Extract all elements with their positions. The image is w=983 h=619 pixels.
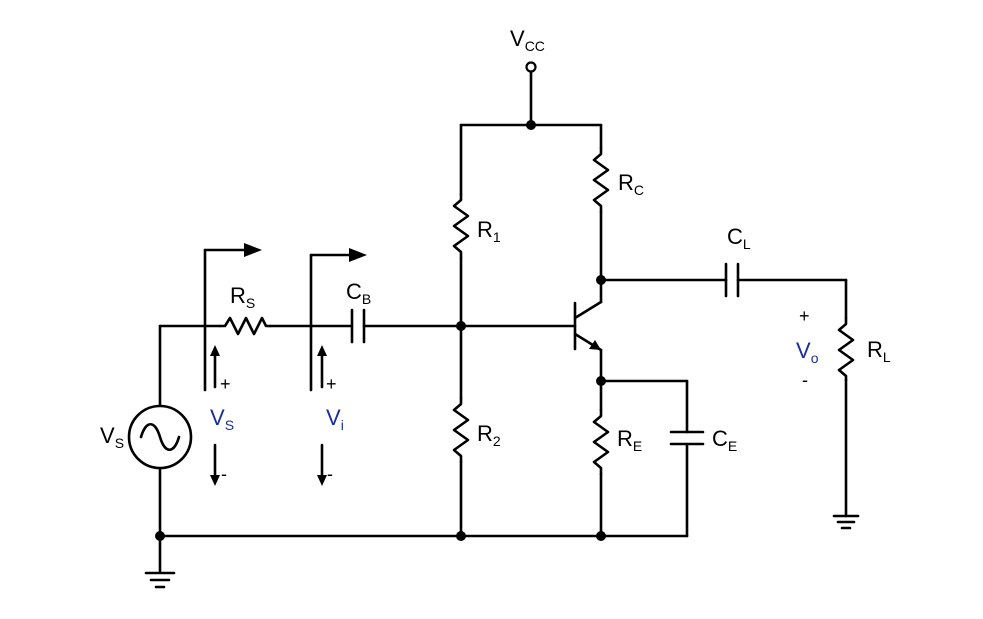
label-re: RE	[617, 426, 642, 454]
vs-polarity-arrows	[210, 345, 220, 486]
ground-symbol-load	[832, 514, 860, 530]
vcc-terminal	[525, 61, 537, 73]
ground-symbol-source	[144, 571, 176, 589]
label-r1: R1	[477, 217, 501, 245]
label-rc: RC	[618, 170, 644, 198]
ac-source	[127, 404, 193, 470]
sine-wave-icon	[139, 423, 181, 451]
vo-plus-sign: +	[799, 306, 810, 326]
label-vo-measure: Vo	[796, 338, 819, 366]
junction-dot	[456, 531, 466, 541]
capacitor-cl	[724, 262, 740, 298]
arrow-right-icon	[244, 243, 262, 257]
label-vs-measure: VS	[210, 405, 234, 433]
label-vcc: VCC	[510, 26, 545, 54]
vs-plus-sign: +	[220, 374, 231, 394]
vi-plus-sign: +	[326, 374, 337, 394]
arrow-right-icon	[349, 248, 367, 262]
resistor-r1	[452, 192, 470, 260]
junction-dot	[526, 120, 536, 130]
label-rs: RS	[230, 283, 255, 311]
junction-dot	[596, 531, 606, 541]
transistor-collector	[573, 300, 603, 320]
resistor-rl	[837, 316, 855, 382]
junction-dot	[155, 531, 165, 541]
label-vi-measure: Vi	[326, 405, 344, 433]
npn-transistor	[573, 300, 603, 352]
label-cl: CL	[727, 224, 751, 252]
junction-dot	[456, 321, 466, 331]
vo-minus-sign: -	[802, 370, 808, 390]
capacitor-cb	[350, 308, 366, 344]
label-ce: CE	[712, 426, 737, 454]
vi-port-marker	[309, 248, 367, 392]
label-r2: R2	[477, 421, 501, 449]
vi-polarity-arrows	[317, 345, 327, 486]
resistor-re	[592, 408, 610, 476]
emitter-arrow-icon	[589, 340, 601, 350]
vs-minus-sign: -	[221, 464, 227, 484]
label-rl: RL	[867, 337, 891, 365]
arrow-up-icon	[210, 345, 220, 356]
junction-dot	[596, 275, 606, 285]
resistor-r2	[452, 396, 470, 464]
junction-dots	[155, 120, 606, 541]
arrow-down-icon	[210, 475, 220, 486]
resistor-rs	[218, 316, 272, 336]
label-vs-source: VS	[100, 423, 124, 451]
vi-minus-sign: -	[327, 464, 333, 484]
arrow-up-icon	[317, 345, 327, 356]
resistor-rc	[592, 146, 610, 214]
junction-dot	[596, 376, 606, 386]
label-cb: CB	[346, 279, 371, 307]
vs-port-marker	[203, 243, 262, 392]
wires	[158, 70, 848, 574]
capacitor-ce	[669, 430, 705, 446]
arrow-down-icon	[317, 475, 327, 486]
